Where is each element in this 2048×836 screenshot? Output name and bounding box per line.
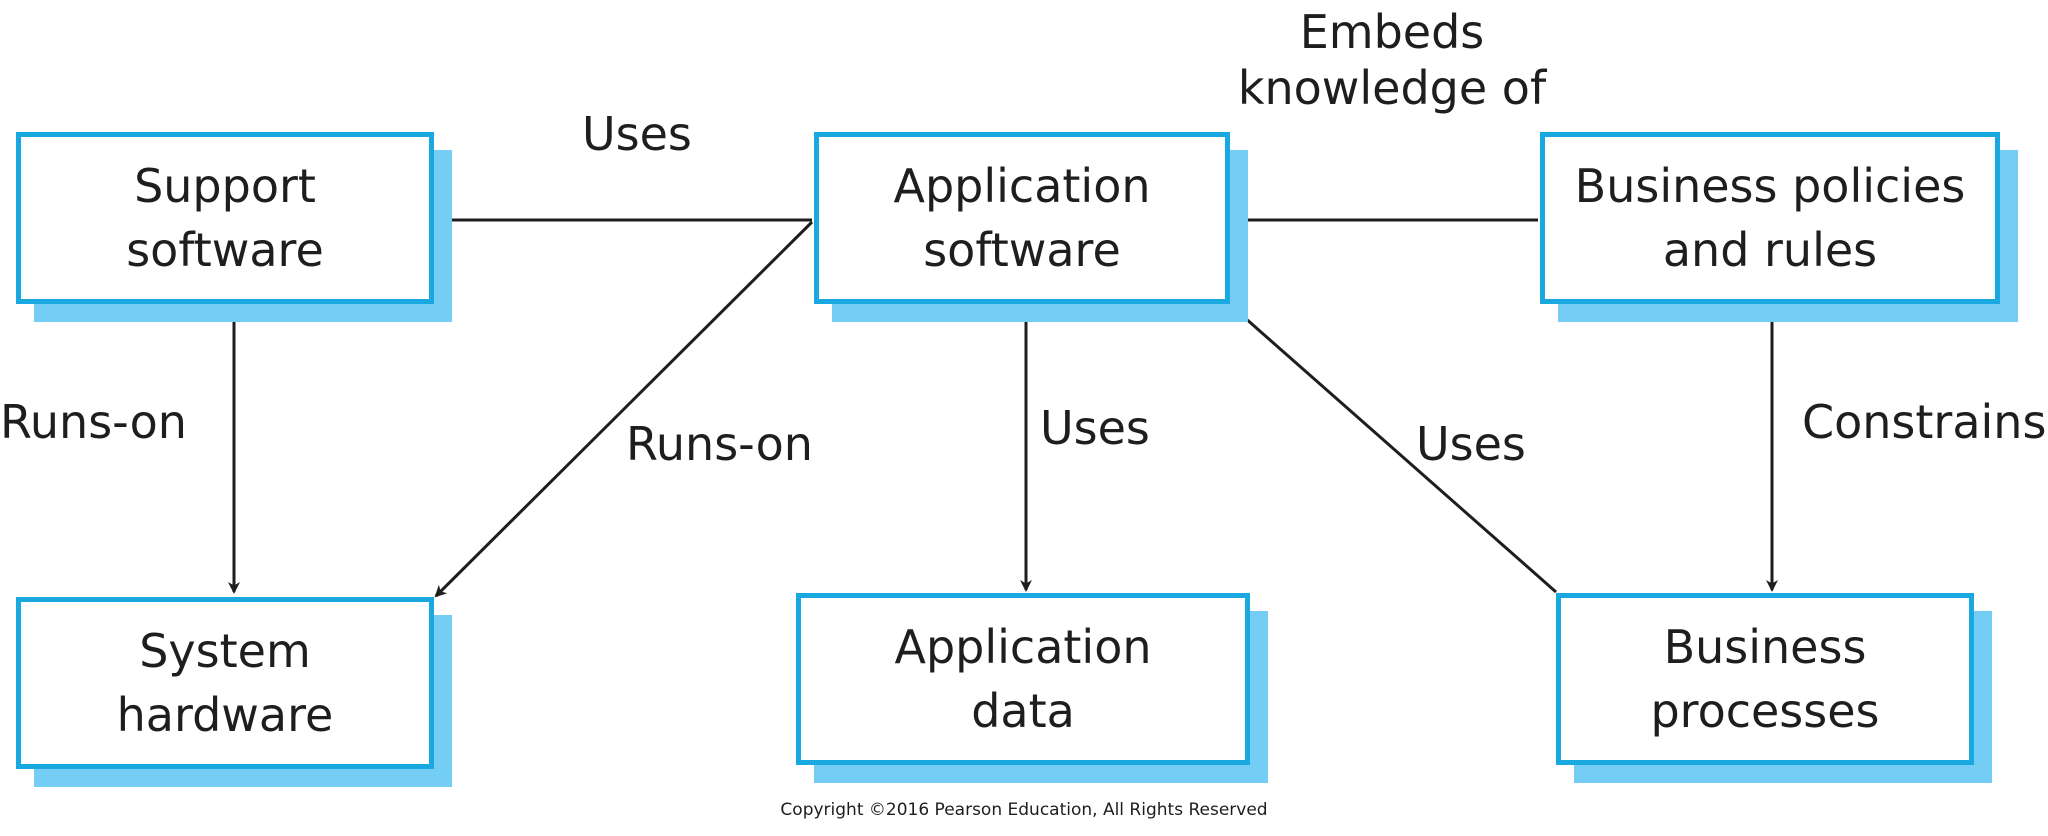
edge-label-processes-to-app-text: Uses	[1416, 417, 1526, 471]
box-business-processes: Business processes	[1556, 593, 1974, 765]
edge-label-app-to-data: Uses	[1040, 400, 1150, 456]
box-support-software-line2: software	[126, 223, 324, 277]
copyright-notice: Copyright ©2016 Pearson Education, All R…	[780, 800, 1268, 820]
box-business-policies: Business policies and rules	[1540, 132, 2000, 304]
edge-label-app-to-support-text: Uses	[582, 107, 692, 161]
box-application-software-line1: Application	[893, 159, 1151, 213]
edge-label-policies-to-processes-text: Constrains	[1802, 395, 2047, 449]
box-business-policies-line2: and rules	[1662, 223, 1878, 277]
edge-label-policies-to-processes: Constrains	[1802, 394, 2046, 450]
box-system-hardware-line1: System	[139, 624, 311, 678]
arrow-app-to-hardware	[434, 220, 814, 598]
box-system-hardware-line2: hardware	[116, 688, 334, 742]
box-support-software-line1: Support	[134, 159, 316, 213]
box-application-software: Application software	[814, 132, 1230, 304]
edge-label-processes-to-app: Uses	[1416, 416, 1526, 472]
box-application-data-line2: data	[971, 684, 1075, 738]
edge-label-app-to-support: Uses	[582, 106, 692, 162]
edge-label-policies-to-app-line1: Embeds	[1299, 5, 1485, 59]
arrow-processes-to-app	[1234, 308, 1557, 594]
box-business-processes-line1: Business	[1663, 620, 1867, 674]
edge-label-support-to-hardware-text: Runs-on	[0, 395, 187, 449]
edge-label-app-to-hardware-text: Runs-on	[626, 417, 813, 471]
edge-label-app-to-data-text: Uses	[1040, 401, 1150, 455]
box-support-software: Support software	[16, 132, 434, 304]
edge-label-policies-to-app: Embeds knowledge of	[1232, 4, 1552, 116]
box-application-data-line1: Application	[894, 620, 1152, 674]
edge-label-policies-to-app-line2: knowledge of	[1237, 61, 1547, 115]
box-business-processes-line2: processes	[1650, 684, 1880, 738]
edge-label-support-to-hardware: Runs-on	[0, 394, 187, 450]
box-business-policies-line1: Business policies	[1574, 159, 1966, 213]
edge-label-app-to-hardware: Runs-on	[626, 416, 813, 472]
box-application-software-line2: software	[923, 223, 1121, 277]
box-system-hardware: System hardware	[16, 597, 434, 769]
box-application-data: Application data	[796, 593, 1250, 765]
